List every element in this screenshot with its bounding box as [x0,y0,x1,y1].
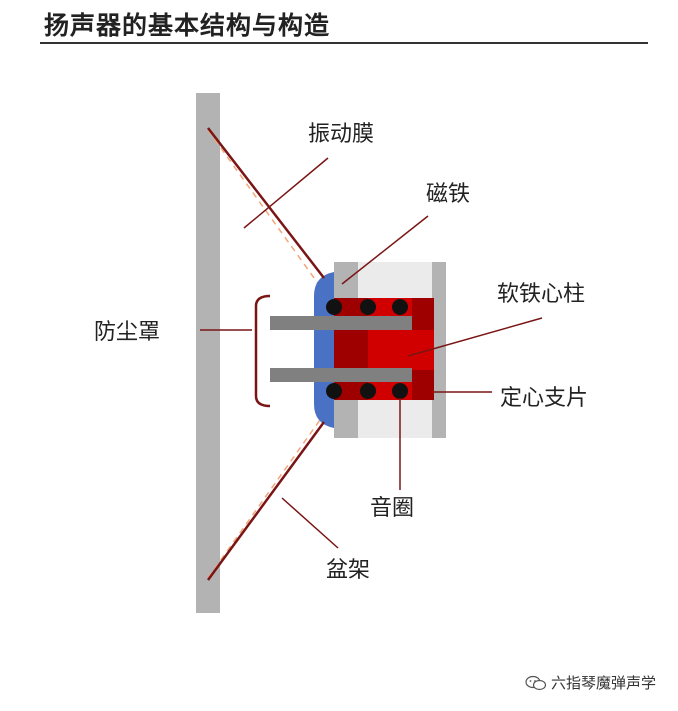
label-dust-cap: 防尘罩 [94,320,161,345]
coil-dot-top-1 [326,299,342,315]
coil-dot-bottom-1 [326,383,342,399]
label-voice-coil: 音圈 [370,496,415,521]
coil-bar-upper [270,316,412,330]
coil-dot-top-3 [392,299,408,315]
back-plate [432,262,446,438]
cone-dashed-lower [207,409,328,579]
coil-bar-lower [270,368,412,382]
label-pole-piece: 软铁心柱 [497,282,586,307]
cone-upper-line [207,127,325,279]
watermark-text: 六指琴魔弹声学 [550,674,656,692]
front-baffle [196,93,220,613]
dust-cap-bracket [254,294,271,408]
cone-dashed-upper [207,129,328,297]
label-spider: 定心支片 [500,386,589,411]
leader-diaphragm [243,157,329,229]
page-title: 扬声器的基本结构与构造 [44,11,331,40]
cone-lower-line [206,421,326,581]
label-magnet: 磁铁 [426,182,471,207]
leader-magnet [341,215,429,285]
pole-piece-center [368,330,434,370]
title-divider [40,42,648,44]
leader-basket [281,497,339,549]
coil-dot-bottom-2 [360,383,376,399]
blue-cap [314,272,334,428]
wechat-icon [525,675,547,690]
coil-dot-top-2 [360,299,376,315]
leader-pole-piece [407,317,543,357]
label-diaphragm: 振动膜 [308,122,375,147]
coil-dot-bottom-3 [392,383,408,399]
label-basket: 盆架 [326,558,371,583]
watermark: 六指琴魔弹声学 [525,672,656,693]
